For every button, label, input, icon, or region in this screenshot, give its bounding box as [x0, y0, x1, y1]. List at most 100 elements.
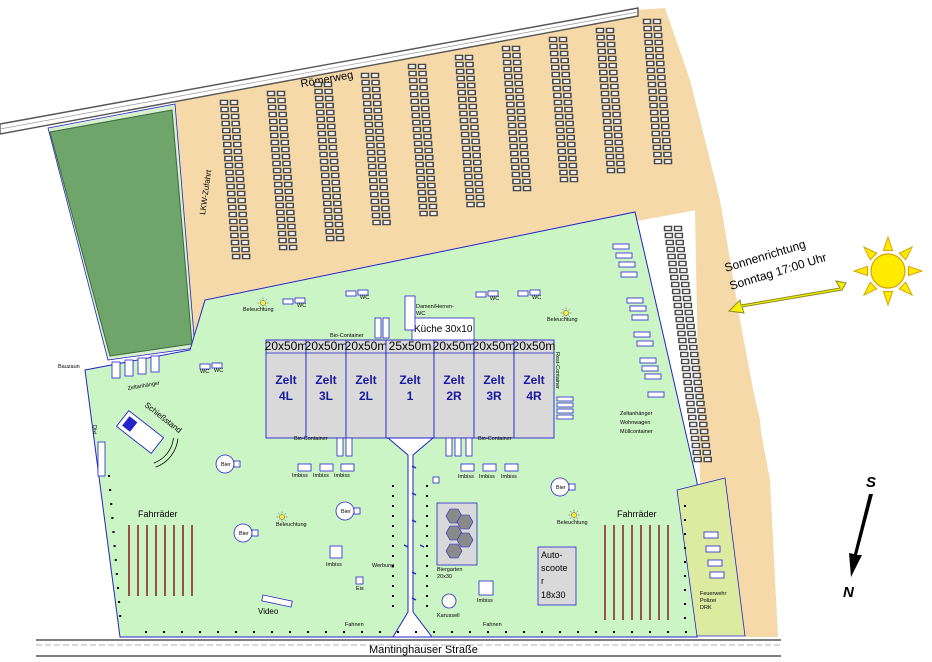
parked-car-window — [516, 82, 522, 85]
parked-car-window — [475, 168, 481, 171]
imbiss-booth — [340, 463, 355, 472]
parked-car-window — [419, 198, 426, 201]
parked-car-window — [558, 136, 564, 139]
parked-car-window — [506, 89, 512, 92]
parked-car-window — [469, 91, 475, 94]
parked-car-window — [666, 234, 672, 237]
parked-car-window — [565, 108, 572, 111]
flag-pole — [426, 585, 428, 587]
parked-car-window — [457, 77, 464, 80]
parked-car-window — [650, 97, 656, 100]
parked-car-window — [427, 163, 433, 166]
parked-car-window — [227, 185, 234, 188]
advertising-label: Werbung — [372, 563, 394, 569]
parked-car-window — [676, 311, 682, 314]
tent-2R — [433, 339, 475, 439]
parked-car-window — [608, 50, 615, 53]
parked-car-window — [229, 206, 235, 209]
imbiss-2: Imbiss — [313, 473, 329, 479]
light-ray — [561, 308, 564, 311]
compass-s: S — [866, 474, 876, 491]
imbiss-booth — [319, 463, 334, 472]
parked-car-window — [690, 346, 696, 349]
parked-car-window — [560, 45, 567, 48]
flag-pole — [118, 601, 121, 603]
parked-car-window — [466, 189, 473, 192]
flag-pole — [426, 555, 428, 557]
parked-car-window — [646, 48, 652, 51]
right-info-3: Müllcontainer — [620, 429, 653, 435]
tent-4R — [513, 339, 555, 439]
rest-container — [556, 408, 574, 414]
rest-container-label: Rest-Container — [554, 352, 560, 389]
parked-car-window — [673, 290, 679, 293]
parked-car-window — [334, 195, 340, 198]
flag-pole — [649, 631, 651, 633]
bio-container — [345, 437, 353, 457]
parked-car-window — [689, 416, 695, 419]
parked-car-window — [326, 223, 332, 226]
parked-car-window — [417, 170, 423, 173]
parked-car-window — [554, 94, 561, 97]
parked-car-window — [552, 66, 558, 69]
flag-pole — [392, 575, 394, 577]
parked-car-window — [376, 130, 383, 133]
flag-pole — [392, 545, 394, 547]
parked-car-window — [556, 122, 563, 125]
tent-size-label: 20x50m — [513, 339, 556, 353]
parked-car-window — [686, 395, 693, 398]
parked-car-window — [333, 181, 339, 184]
trailer — [626, 297, 644, 304]
parked-car-window — [520, 138, 526, 141]
parked-car-window — [694, 374, 700, 377]
bio-container — [465, 437, 473, 457]
parked-car-window — [381, 193, 388, 196]
parked-car-window — [657, 62, 663, 65]
parked-car-window — [466, 182, 472, 185]
sun-ray — [862, 281, 878, 297]
wc-unit — [529, 289, 541, 296]
parked-car-window — [562, 66, 568, 69]
tent-1 — [385, 339, 435, 439]
parked-car-window — [688, 332, 695, 335]
flag-pole — [684, 505, 686, 507]
parked-car-window — [683, 367, 689, 370]
parked-car-window — [471, 126, 478, 129]
parked-car-window — [684, 374, 690, 377]
parked-car-window — [654, 153, 661, 156]
imbiss-3: Imbiss — [334, 473, 350, 479]
parked-car-window — [426, 156, 432, 159]
parked-car-window — [272, 141, 278, 144]
lighting-4: Beleuchtung — [557, 520, 588, 526]
parked-car-window — [324, 202, 331, 205]
parked-car-window — [563, 73, 569, 76]
parked-car-window — [560, 164, 566, 167]
parked-car-window — [662, 125, 668, 128]
parked-car-window — [692, 437, 698, 440]
light-icon — [563, 310, 569, 316]
flags-2: Fahnen — [483, 622, 502, 628]
parked-car-window — [320, 153, 327, 156]
parked-car-window — [380, 172, 386, 175]
parked-car-window — [523, 180, 530, 183]
beer-stand-label: Bier — [221, 462, 231, 468]
parked-car-window — [597, 29, 603, 32]
flag-pole — [397, 631, 399, 633]
parked-car-window — [561, 178, 567, 181]
parked-car-window — [672, 283, 678, 286]
parked-car-window — [362, 81, 369, 84]
parked-car-window — [681, 276, 687, 279]
parked-car-window — [671, 276, 677, 279]
ice-cream-booth — [355, 576, 364, 585]
flag-pole — [415, 631, 417, 633]
parked-car-window — [239, 199, 245, 202]
video-screen — [261, 594, 293, 608]
parked-car-window — [468, 84, 474, 87]
flag-pole — [325, 631, 327, 633]
direction-mark — [411, 465, 417, 469]
parked-car-window — [273, 162, 280, 165]
flag-pole — [577, 631, 579, 633]
parked-car-window — [238, 192, 244, 195]
parked-car-window — [362, 74, 368, 77]
parked-car-window — [699, 416, 705, 419]
